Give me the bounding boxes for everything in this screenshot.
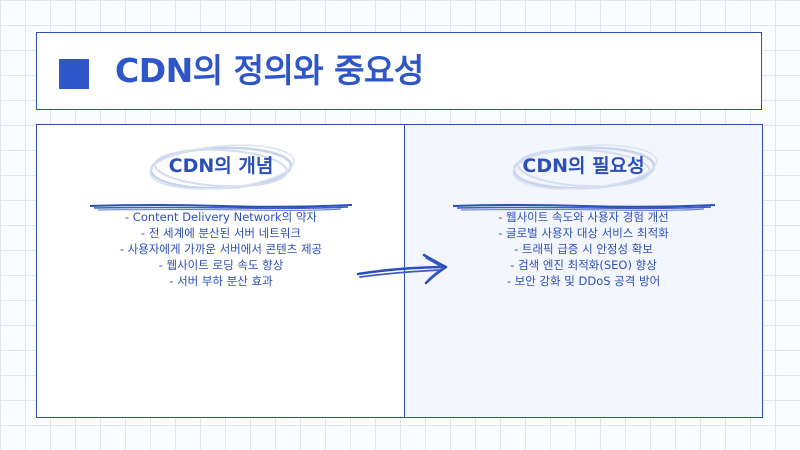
necessity-heading-group: CDN의 필요성 [405,143,762,211]
concept-heading: CDN의 개념 [168,155,274,177]
list-item: - 사용자에게 가까운 서버에서 콘텐츠 제공 [119,242,323,256]
necessity-panel: CDN의 필요성 - 웹사이트 속도와 사용자 경험 개선 - 글로벌 사용자 … [404,124,763,418]
list-item: - Content Delivery Network의 약자 [125,210,317,224]
circle-scribble-icon [149,144,295,190]
underline-scribble [89,204,353,211]
title-box: CDN의 정의와 중요성 [36,32,762,110]
concept-panel: CDN의 개념 - Content Delivery Network의 약자 -… [36,124,406,418]
page-title: CDN의 정의와 중요성 [115,51,424,90]
list-item: - 서버 부하 분산 효과 [169,274,273,288]
necessity-bullet-list: - 웹사이트 속도와 사용자 경험 개선 - 글로벌 사용자 대상 서비스 최적… [405,209,762,289]
list-item: - 보안 강화 및 DDoS 공격 방어 [506,274,661,288]
concept-heading-group: CDN의 개념 [37,143,405,211]
concept-bullet-list: - Content Delivery Network의 약자 - 전 세계에 분… [37,209,405,289]
list-item: - 전 세계에 분산된 서버 네트워크 [141,226,301,240]
list-item: - 글로벌 사용자 대상 서비스 최적화 [498,226,669,240]
list-item: - 웹사이트 속도와 사용자 경험 개선 [498,210,669,224]
underline-scribble [452,204,715,211]
list-item: - 웹사이트 로딩 속도 향상 [158,258,284,272]
necessity-heading: CDN의 필요성 [522,155,645,177]
square-marker-icon [59,59,89,89]
arrow-right-icon [356,253,448,285]
list-item: - 트래픽 급증 시 안정성 확보 [514,242,653,256]
circle-scribble-icon [512,144,657,190]
list-item: - 검색 엔진 최적화(SEO) 향상 [510,258,657,272]
